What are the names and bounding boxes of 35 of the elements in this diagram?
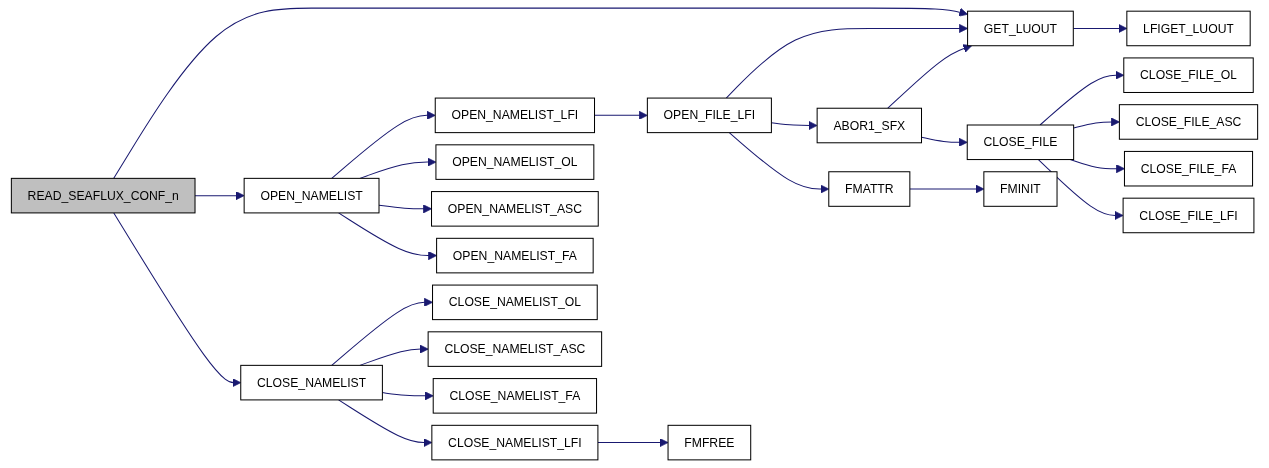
arrow [338, 212, 437, 261]
arrow [594, 110, 648, 120]
node-box: OPEN_NAMELIST_ASC [431, 191, 599, 227]
node-box: FMFREE [667, 424, 752, 461]
node-box: CLOSE_FILE_OL [1123, 57, 1254, 93]
node-box: CLOSE_FILE_FA [1123, 150, 1254, 187]
node-box: OPEN_NAMELIST_OL [435, 144, 595, 180]
node-box: CLOSE_FILE [966, 124, 1075, 161]
node-box: OPEN_FILE_LFI [646, 97, 772, 134]
node-box: CLOSE_NAMELIST [240, 364, 383, 401]
node-box: CLOSE_NAMELIST_ASC [427, 331, 603, 367]
node-box: OPEN_NAMELIST_FA [436, 237, 594, 274]
node-box: FMINIT [983, 171, 1058, 207]
arrow [1073, 117, 1120, 129]
node-box: FMATTR [828, 171, 911, 207]
arrow [921, 136, 968, 147]
arrow [331, 297, 433, 366]
arrow [113, 7, 968, 179]
node-box: READ_SEAFLUX_CONF_n [10, 177, 196, 214]
node-box: OPEN_NAMELIST [243, 177, 380, 214]
node-box: CLOSE_FILE_ASC [1118, 104, 1259, 140]
arrow [1037, 159, 1124, 220]
arrow [359, 344, 429, 366]
node-box: CLOSE_NAMELIST_FA [432, 378, 598, 414]
arrow [887, 44, 973, 109]
node-box: GET_LUOUT [967, 10, 1074, 47]
arrow [725, 24, 968, 99]
arrow [331, 110, 436, 179]
node-box: OPEN_NAMELIST_LFI [434, 97, 596, 134]
node-box: CLOSE_FILE_LFI [1122, 197, 1255, 234]
node-box: CLOSE_NAMELIST_OL [432, 284, 598, 321]
node-box: CLOSE_NAMELIST_LFI [431, 424, 599, 461]
arrow [597, 438, 669, 448]
node-box: LFIGET_LUOUT [1126, 10, 1251, 47]
node-box: ABOR1_SFX [816, 107, 922, 144]
